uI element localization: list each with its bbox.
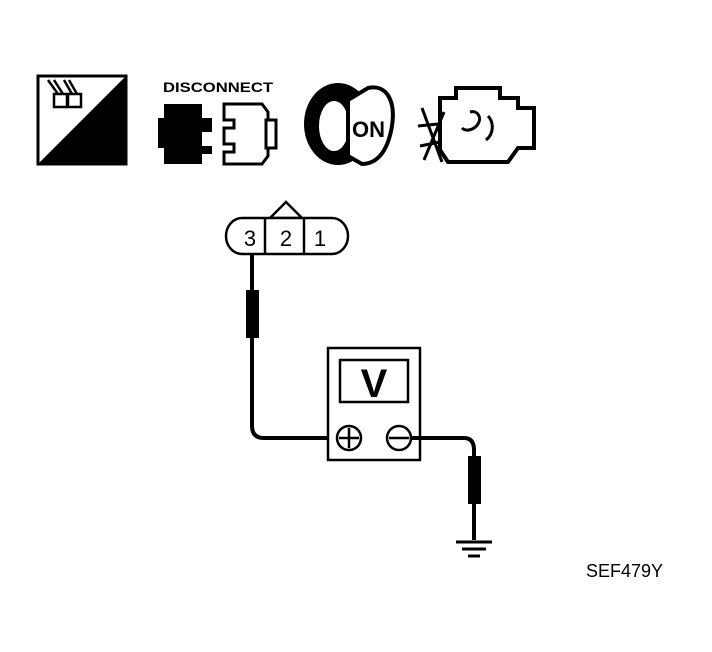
engine-stopped-icon bbox=[417, 86, 536, 164]
ts-label: T.S. bbox=[76, 136, 119, 164]
figure-code: SEF479Y bbox=[586, 561, 663, 581]
voltmeter-display bbox=[338, 358, 410, 404]
negative-terminal-icon bbox=[385, 424, 413, 452]
disconnect-label: DISCONNECT bbox=[163, 79, 274, 95]
voltmeter-display-label: V bbox=[361, 362, 388, 406]
negative-probe-handle bbox=[468, 456, 481, 504]
ignition-key-on-icon: ON bbox=[304, 83, 395, 167]
positive-terminal-icon bbox=[335, 424, 363, 452]
ground-icon bbox=[456, 540, 492, 558]
harness-connector: 3 2 1 bbox=[224, 200, 350, 256]
ignition-on-label: ON bbox=[352, 117, 385, 142]
terminal-2-label: 2 bbox=[280, 226, 292, 251]
positive-probe-lead bbox=[246, 254, 336, 440]
connector-glyph-icon bbox=[46, 79, 83, 109]
terminal-1-label: 1 bbox=[314, 226, 326, 251]
trouble-shooting-icon: T.S. bbox=[36, 74, 128, 166]
terminal-3-label: 3 bbox=[244, 226, 256, 251]
negative-probe-lead bbox=[411, 436, 481, 540]
positive-probe-handle bbox=[246, 290, 259, 338]
disconnect-connector-icon: DISCONNECT bbox=[158, 79, 278, 166]
voltmeter: V bbox=[326, 346, 422, 462]
stop-mark-icon bbox=[417, 107, 446, 163]
